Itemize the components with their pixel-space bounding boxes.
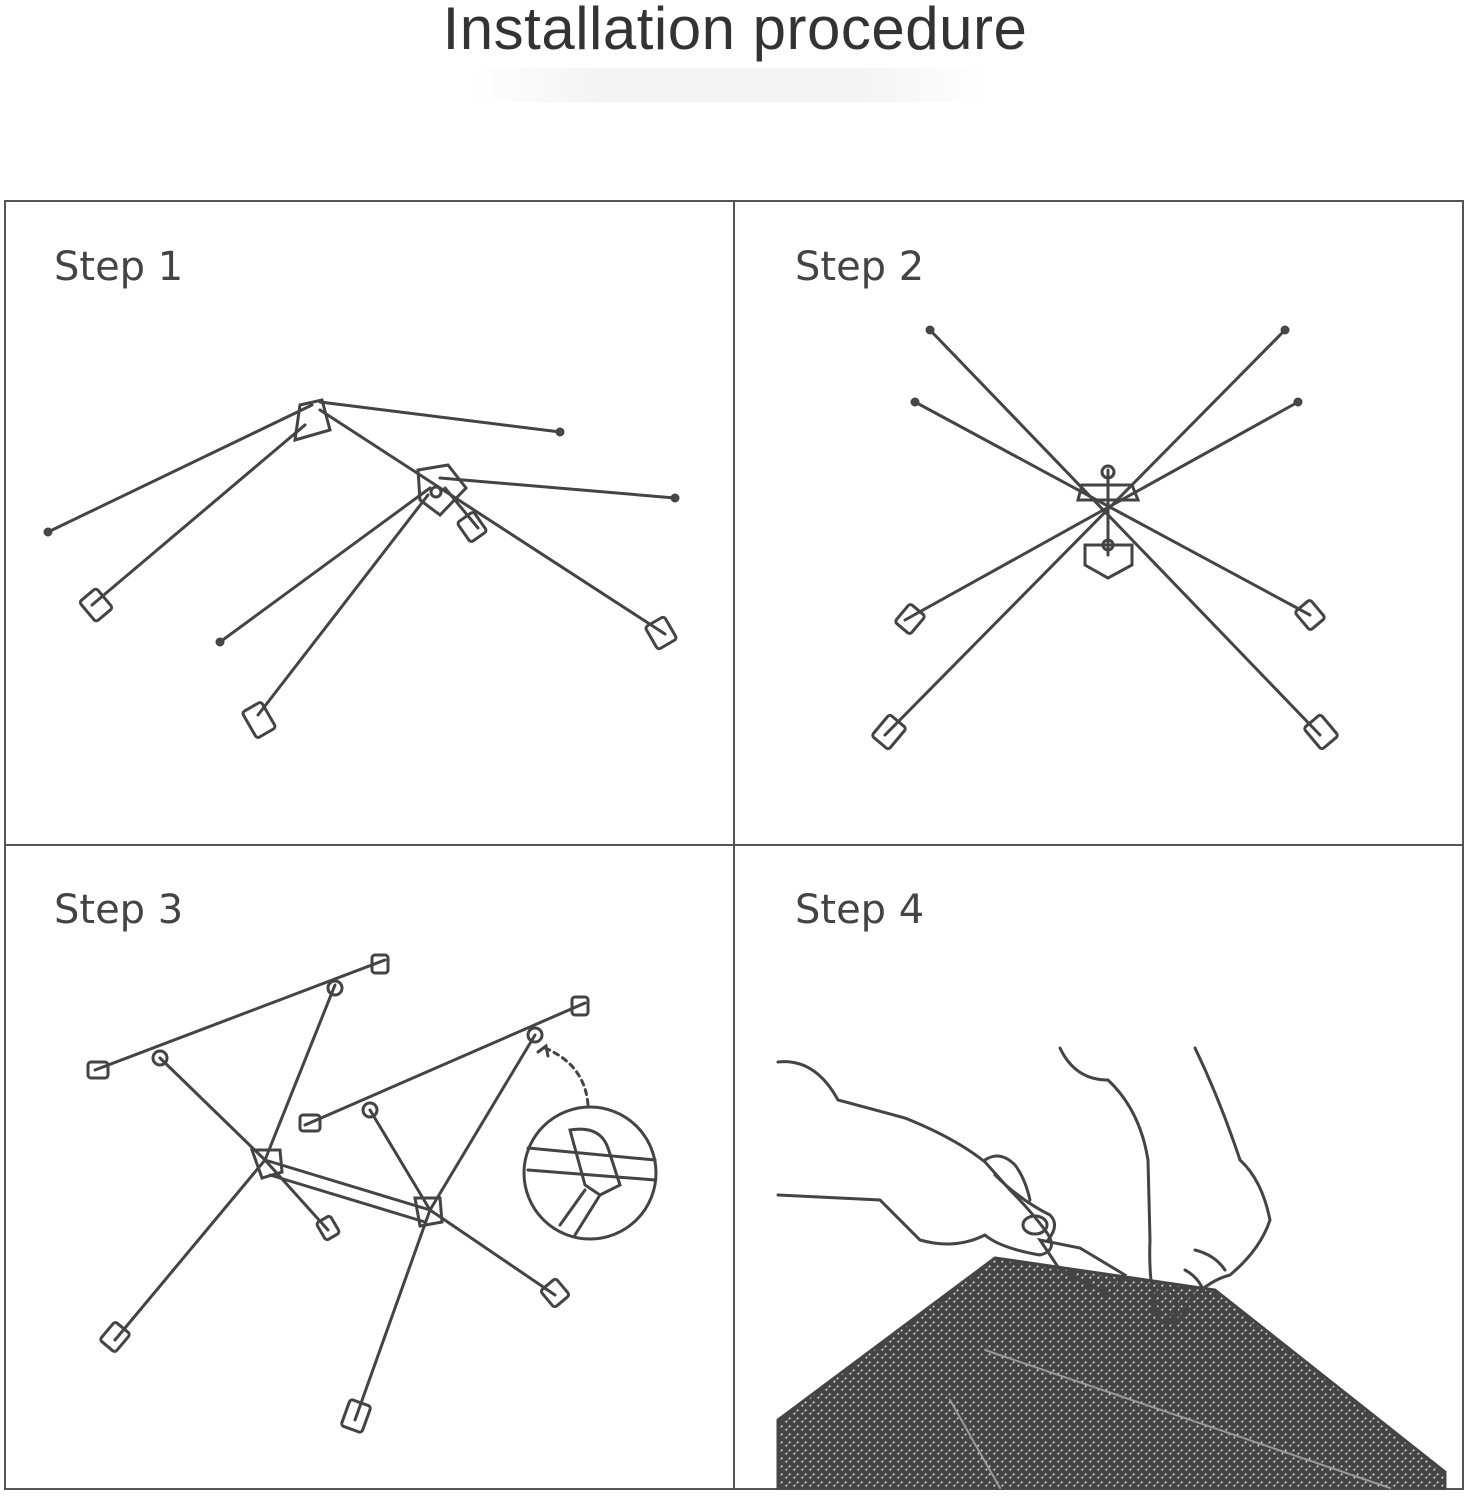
faded-subtitle-band: [470, 68, 990, 102]
step-1-label: Step 1: [54, 244, 184, 290]
step-2-label: Step 2: [795, 244, 925, 290]
page-title: Installation procedure: [442, 0, 1028, 62]
grid-divider-horizontal: [4, 844, 1464, 846]
step-3-label: Step 3: [54, 887, 184, 933]
step-4-label: Step 4: [795, 887, 925, 933]
